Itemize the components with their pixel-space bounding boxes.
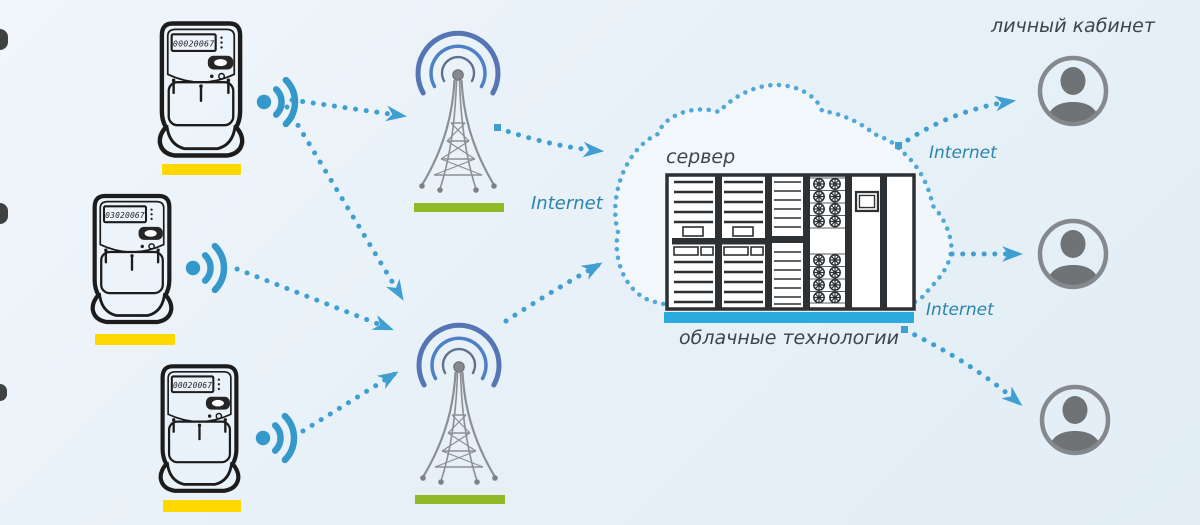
link-cloud-user1 xyxy=(896,95,1017,149)
lcd-display xyxy=(170,375,215,394)
edge-artifact xyxy=(0,203,8,224)
edge-artifact xyxy=(0,384,7,401)
wifi-signal-icon xyxy=(185,242,228,294)
internet-label-tower: Internet xyxy=(531,193,603,214)
link-tower2-cloud xyxy=(503,261,603,324)
cell-tower-icon xyxy=(415,322,505,504)
tower-base-bar xyxy=(415,495,505,504)
user-avatar-icon xyxy=(1039,384,1111,456)
meter-base-bar xyxy=(163,500,241,512)
personal-account-label: личный кабинет xyxy=(991,15,1155,37)
meter-base-bar xyxy=(162,164,241,175)
user-avatar-icon xyxy=(1037,55,1109,127)
user-avatar-icon xyxy=(1037,218,1109,290)
server-underline-bar xyxy=(664,312,914,323)
link-meter2-tower2 xyxy=(234,266,394,332)
electricity-meter: 00020067 xyxy=(158,364,241,493)
link-start-square xyxy=(895,142,902,149)
link-start-square xyxy=(494,124,501,131)
link-start-square xyxy=(901,326,908,333)
internet-label-user-top: Internet xyxy=(929,143,997,163)
edge-artifact xyxy=(0,29,8,50)
lcd-display xyxy=(102,205,148,224)
internet-label-user-bottom: Internet xyxy=(926,300,994,320)
link-meter1-tower2 xyxy=(284,104,405,301)
meter-base-bar xyxy=(95,334,175,345)
terminal-cover xyxy=(167,81,235,127)
lcd-value: 03020067 xyxy=(105,211,145,220)
cloud-technologies-label: облачные технологии xyxy=(678,327,899,349)
link-cloud-user3 xyxy=(902,327,1023,407)
link-meter1-tower1 xyxy=(289,97,408,122)
lcd-display xyxy=(170,33,217,52)
cell-tower-icon xyxy=(414,30,504,212)
server-label: сервер xyxy=(666,146,736,168)
electricity-meter: 03020067 xyxy=(90,193,174,325)
wifi-signal-icon xyxy=(256,76,299,128)
lcd-value: 00020067 xyxy=(173,381,212,390)
lcd-value: 00020067 xyxy=(173,38,215,48)
link-tower1-cloud xyxy=(495,125,605,158)
link-meter3-tower2 xyxy=(300,370,399,434)
electricity-meter: 00020067 xyxy=(157,21,245,158)
terminal-cover xyxy=(167,420,232,464)
terminal-cover xyxy=(100,250,164,295)
tower-base-bar xyxy=(414,203,504,212)
wifi-signal-icon xyxy=(255,412,298,464)
server-rack-icon xyxy=(665,173,916,311)
